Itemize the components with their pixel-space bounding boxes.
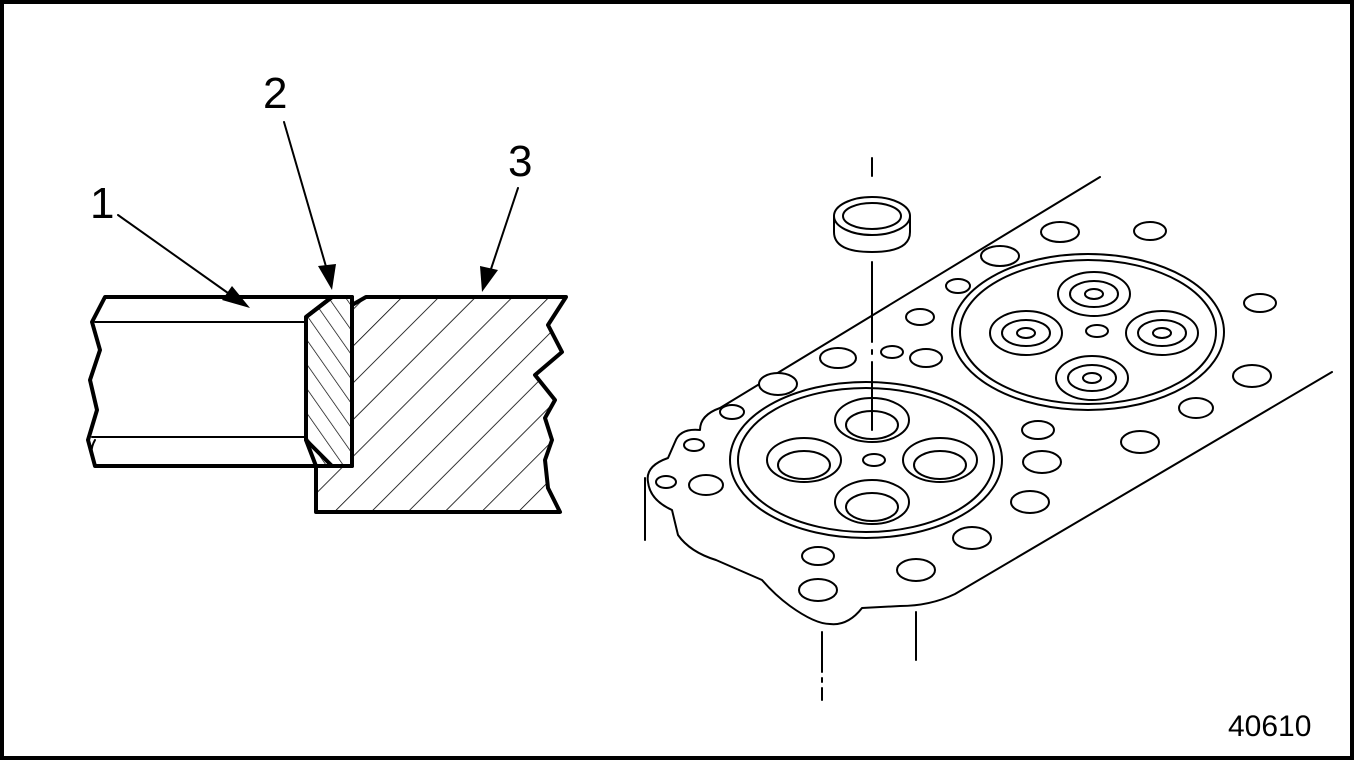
cross-section-detail: 1 2 3 bbox=[86, 69, 568, 514]
front-chamber-ports bbox=[766, 397, 978, 525]
callout-2: 2 bbox=[263, 69, 287, 118]
leader-1 bbox=[117, 214, 250, 308]
bolt-holes bbox=[655, 221, 1277, 602]
cylinder-head-view bbox=[644, 157, 1333, 701]
head-outline bbox=[646, 176, 1333, 626]
valve-body bbox=[86, 295, 334, 468]
leader-2 bbox=[283, 121, 336, 290]
rear-chamber-ports bbox=[989, 271, 1199, 401]
callout-1: 1 bbox=[90, 179, 114, 228]
leader-3 bbox=[480, 187, 519, 292]
figure-number: 40610 bbox=[1228, 710, 1311, 743]
seat-insert bbox=[304, 295, 354, 468]
callout-3: 3 bbox=[508, 137, 532, 186]
head-block bbox=[314, 295, 568, 514]
seal-ring bbox=[833, 157, 911, 431]
